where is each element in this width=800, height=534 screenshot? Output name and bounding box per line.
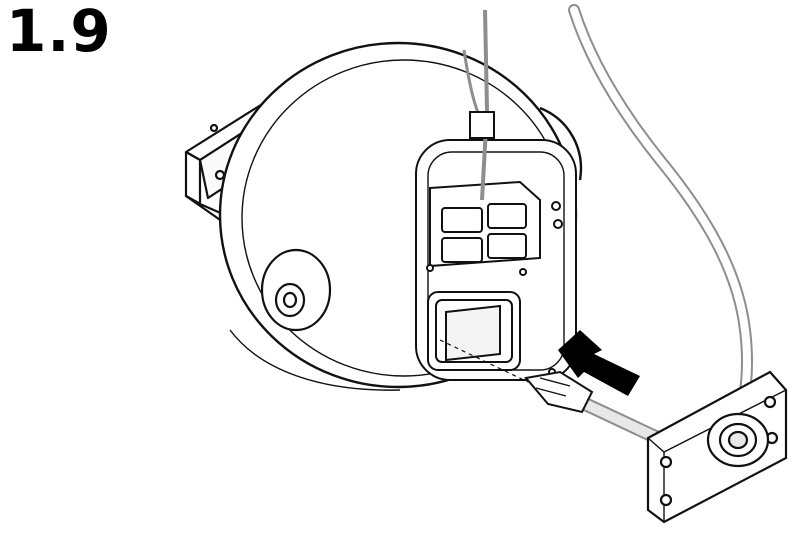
locking-knob xyxy=(260,248,332,332)
arrow-insert-icon xyxy=(558,330,640,396)
network-port xyxy=(427,291,521,371)
internal-cable xyxy=(462,9,495,201)
step-number: 1.9 xyxy=(6,0,112,65)
wall-plate xyxy=(646,370,788,524)
wall-cable xyxy=(568,4,754,431)
